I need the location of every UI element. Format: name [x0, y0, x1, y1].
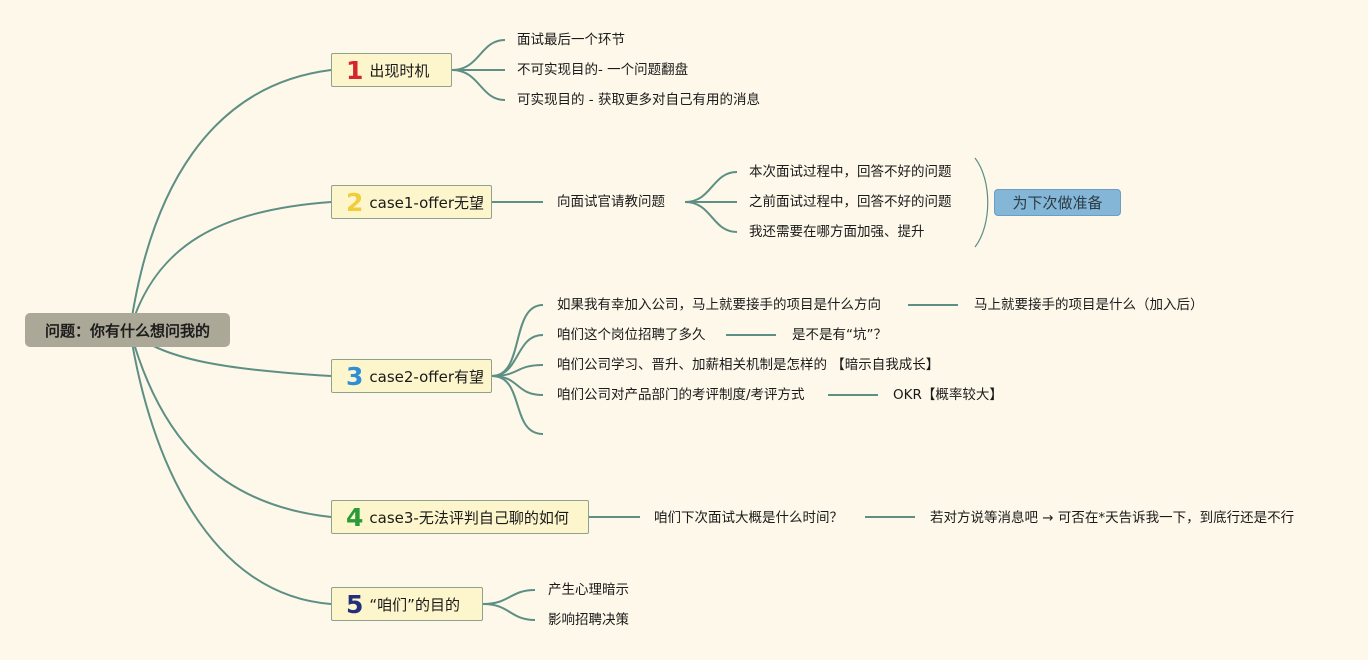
- branch-3-node[interactable]: 3 case2-offer有望: [331, 359, 492, 393]
- branch-1-leaf-2[interactable]: 不可实现目的- 一个问题翻盘: [517, 62, 689, 78]
- branch-3-item-1[interactable]: 如果我有幸加入公司，马上就要接手的项目是什么方向: [557, 297, 881, 313]
- branch-2-node[interactable]: 2 case1-offer无望: [331, 185, 492, 219]
- branch-5-leaf-2[interactable]: 影响招聘决策: [548, 612, 629, 628]
- connector-root-b2: [129, 201, 332, 331]
- number-5-icon: 5: [346, 589, 364, 619]
- number-4-icon: 4: [346, 502, 364, 532]
- branch-5-leaf-1[interactable]: 产生心理暗示: [548, 582, 629, 598]
- branch-4-follow[interactable]: 若对方说等消息吧 → 可否在*天告诉我一下，到底行还是不行: [930, 510, 1295, 526]
- connector-b1-leaf1: [451, 39, 506, 71]
- summary-bracket: [974, 157, 989, 248]
- connector-b1-leaf3: [451, 69, 506, 101]
- branch-1-label: 出现时机: [369, 61, 430, 80]
- connector-b5-leaf2: [482, 603, 536, 621]
- branch-1-leaf-3[interactable]: 可实现目的 - 获取更多对自己有用的消息: [517, 92, 760, 108]
- branch-3-item-1-follow[interactable]: 马上就要接手的项目是什么（加入后）: [974, 297, 1204, 313]
- connector-b5-leaf1: [482, 589, 536, 605]
- connector-b3-item4: [491, 375, 544, 396]
- branch-2-child[interactable]: 向面试官请教问题: [557, 194, 665, 210]
- branch-3-item-4[interactable]: 咱们公司对产品部门的考评制度/考评方式: [557, 387, 805, 403]
- root-node[interactable]: 问题：你有什么想问我的: [25, 313, 230, 347]
- connector-root-b4: [129, 329, 332, 518]
- summary-tag-label: 为下次做准备: [1012, 194, 1103, 212]
- branch-5-node[interactable]: 5 “咱们”的目的: [331, 587, 483, 621]
- branch-3-item-3[interactable]: 咱们公司学习、晋升、加薪相关机制是怎样的 【暗示自我成长】: [557, 357, 940, 373]
- branch-3-label: case2-offer有望: [369, 367, 485, 386]
- branch-3-item-4-follow[interactable]: OKR【概率较大】: [893, 387, 1003, 403]
- branch-1-leaf-1[interactable]: 面试最后一个环节: [517, 32, 625, 48]
- connector-root-b5: [129, 329, 332, 605]
- branch-2-grandchild-2[interactable]: 之前面试过程中，回答不好的问题: [749, 194, 952, 210]
- branch-2-label: case1-offer无望: [369, 193, 485, 212]
- branch-2-grandchild-3[interactable]: 我还需要在哪方面加强、提升: [749, 224, 925, 240]
- connector-b3-item5: [491, 375, 544, 435]
- connector-b2-gc3: [684, 201, 738, 233]
- branch-2-grandchild-1[interactable]: 本次面试过程中，回答不好的问题: [749, 164, 952, 180]
- branch-4-label: case3-无法评判自己聊的如何: [369, 508, 569, 527]
- root-label: 问题：你有什么想问我的: [44, 321, 210, 340]
- branch-1-node[interactable]: 1 出现时机: [331, 53, 452, 87]
- number-2-icon: 2: [346, 187, 364, 217]
- branch-4-node[interactable]: 4 case3-无法评判自己聊的如何: [331, 500, 589, 534]
- branch-5-label: “咱们”的目的: [369, 595, 460, 614]
- connector-root-b1: [129, 69, 332, 331]
- number-1-icon: 1: [346, 55, 364, 85]
- branch-4-child[interactable]: 咱们下次面试大概是什么时间？: [654, 510, 843, 526]
- connector-b2-gc1: [684, 171, 738, 203]
- branch-3-item-2[interactable]: 咱们这个岗位招聘了多久: [557, 327, 706, 343]
- branch-3-item-2-follow[interactable]: 是不是有“坑”？: [792, 327, 887, 343]
- summary-tag[interactable]: 为下次做准备: [994, 189, 1121, 216]
- number-3-icon: 3: [346, 361, 364, 391]
